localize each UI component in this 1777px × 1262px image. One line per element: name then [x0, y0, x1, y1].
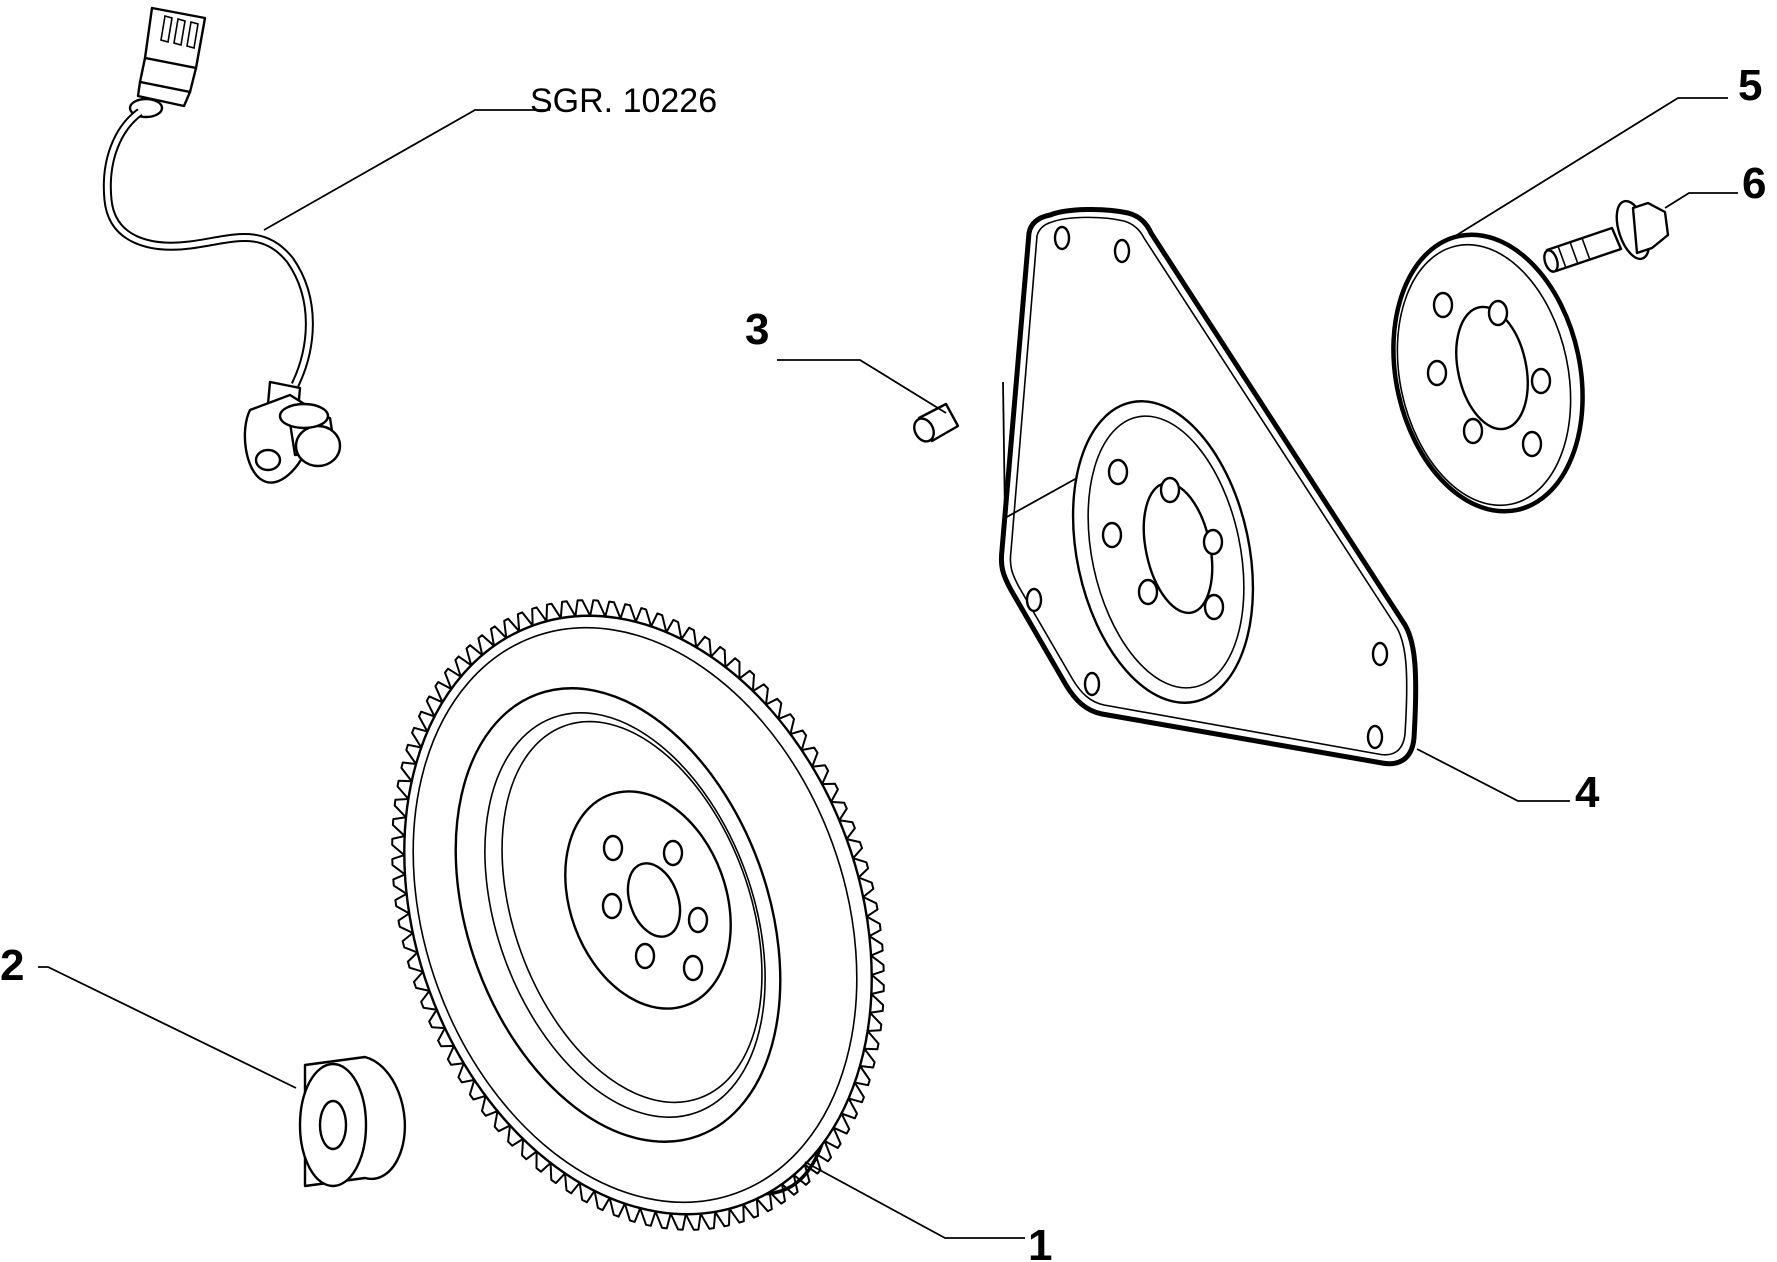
reference-label: SGR. 10226 [530, 82, 717, 120]
callout-4: 4 [1575, 768, 1600, 817]
flywheel-bolt[interactable] [1542, 197, 1670, 273]
reinforcement-washer[interactable] [1369, 217, 1607, 529]
callout-2: 2 [0, 941, 24, 990]
dowel-pin[interactable] [910, 402, 960, 445]
callout-3: 3 [745, 305, 769, 354]
leader-lines [38, 97, 1738, 1239]
crankshaft-sensor-assembly[interactable] [102, 6, 342, 484]
callout-5: 5 [1738, 61, 1762, 110]
callout-6: 6 [1742, 159, 1766, 208]
pilot-bush[interactable] [298, 1055, 407, 1188]
drive-plate[interactable] [998, 206, 1419, 767]
ring-gear-teeth [391, 599, 885, 1231]
callout-1: 1 [1028, 1221, 1052, 1262]
sensor-connector [128, 6, 207, 119]
sensor-body [243, 380, 342, 484]
flywheel[interactable] [324, 550, 952, 1262]
gear-tooth-profile [391, 599, 885, 1231]
